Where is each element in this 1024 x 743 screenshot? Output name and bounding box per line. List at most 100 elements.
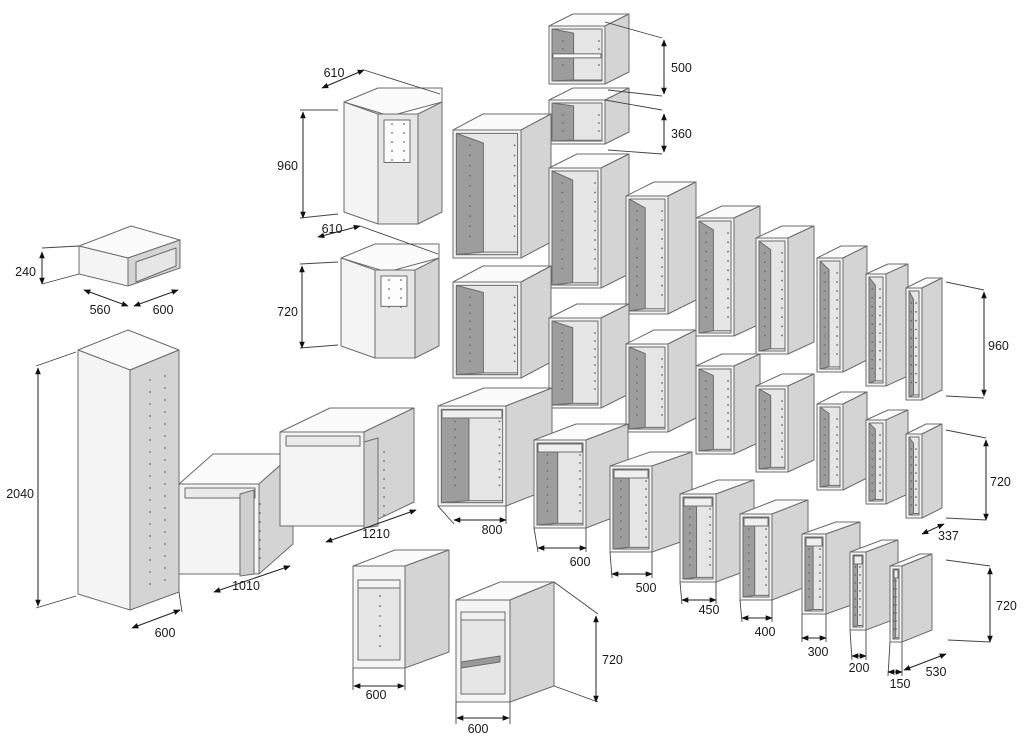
shelf-peg-hole [836, 317, 838, 319]
wall-cabinet-500 [548, 13, 630, 85]
shelf-peg-hole [727, 316, 729, 318]
dimension-line [903, 653, 947, 671]
shelf-peg-hole [561, 130, 564, 132]
shelf-peg-hole [379, 615, 381, 617]
shelf-peg-hole [636, 284, 638, 287]
extension-line [607, 89, 663, 97]
shelf-peg-hole [636, 266, 638, 268]
shelf-peg-hole [895, 612, 897, 614]
shelf-peg-hole [836, 281, 838, 283]
shelf-peg-hole [871, 474, 874, 476]
dimension-label: 360 [671, 127, 692, 141]
shelf-peg-hole [871, 296, 874, 299]
shelf-peg-hole [895, 588, 897, 590]
cabinet-inner-side [804, 536, 814, 612]
shelf-peg-hole [645, 520, 647, 522]
oven-side-face [509, 581, 555, 703]
shelf-peg-hole [781, 270, 783, 273]
shelf-peg-hole [763, 307, 766, 309]
shelf-peg-hole [259, 557, 261, 559]
cabinet-group [77, 13, 943, 703]
dim-base_800: 800 [453, 517, 507, 537]
shelf-peg-hole [836, 426, 838, 428]
shelf-peg-hole [661, 382, 663, 384]
shelf-peg-hole [454, 428, 457, 431]
base-cabinet-base_600 [533, 423, 629, 529]
shelf-peg-hole [645, 496, 647, 498]
shelf-peg-hole [859, 614, 861, 616]
shelf-peg-hole [819, 548, 821, 550]
shelf-peg-hole [709, 548, 711, 550]
shelf-peg-hole [819, 564, 821, 566]
shelf-peg-hole [836, 344, 838, 346]
dimension-label: 600 [153, 303, 174, 317]
extension-line [553, 685, 599, 703]
cabinet-inner-side [758, 240, 772, 352]
shelf-peg-hole [149, 499, 151, 501]
cabinet-inner-bottom [455, 372, 519, 376]
shelf-peg-hole [164, 387, 166, 389]
shelf-peg-hole [823, 466, 826, 468]
shelf-peg-hole [561, 40, 564, 42]
shelf-peg-hole [594, 267, 596, 270]
extension-line [604, 99, 663, 111]
shelf-peg-hole [403, 132, 405, 134]
extension-line [887, 641, 891, 677]
base-cabinet-base_800 [437, 387, 553, 507]
shelf-peg-hole [910, 372, 913, 375]
shelf-peg-hole [561, 191, 564, 194]
shelf-peg-hole [513, 205, 516, 207]
shelf-peg-hole [765, 568, 767, 570]
shelf-peg-hole [765, 528, 767, 530]
shelf-peg-hole [705, 250, 708, 253]
shelf-peg-hole [561, 201, 564, 203]
cabinet-inner-bottom [868, 498, 884, 502]
shelf-peg-hole [620, 528, 622, 530]
wall-cabinet-720-6 [865, 409, 909, 505]
oven-base-cabinet [455, 581, 555, 703]
shelf-peg-hole [620, 536, 622, 538]
shelf-peg-hole [879, 450, 881, 452]
wall-cabinet-960-0 [452, 113, 552, 259]
shelf-peg-hole [469, 205, 471, 207]
shelf-peg-hole [823, 290, 826, 292]
shelf-peg-hole [910, 346, 913, 349]
shelf-peg-hole [513, 174, 516, 177]
shelf-peg-hole [454, 436, 457, 439]
shelf-peg-hole [636, 219, 638, 222]
extension-line [178, 591, 183, 613]
shelf-peg-hole [469, 328, 471, 331]
shelf-peg-hole [854, 614, 857, 616]
shelf-peg-hole [164, 435, 166, 437]
extension-line [945, 559, 991, 567]
shelf-peg-hole [895, 628, 897, 630]
tall-side-face [129, 349, 180, 611]
shelf-peg-hole [781, 288, 783, 291]
shelf-peg-hole [808, 556, 810, 558]
shelf-peg-hole [781, 334, 783, 337]
shelf-peg-hole [763, 424, 766, 426]
shelf-peg-hole [579, 462, 581, 464]
shelf-peg-hole [823, 326, 826, 328]
shelf-peg-hole [879, 323, 881, 326]
shelf-peg-hole [561, 348, 564, 350]
extension-line [35, 595, 77, 609]
shelf-peg-hole [915, 355, 917, 357]
shelf-peg-hole [661, 247, 663, 250]
shelf-peg-hole [469, 336, 471, 339]
shelf-peg-hole [915, 328, 917, 331]
shelf-peg-hole [383, 460, 385, 462]
shelf-peg-hole [705, 306, 708, 309]
shelf-peg-hole [561, 210, 564, 213]
cabinet-side-face [842, 391, 868, 491]
shelf-peg-hole [469, 225, 471, 228]
shelf-peg-hole [705, 232, 708, 234]
shelf-peg-hole [705, 412, 708, 414]
shelf-peg-hole [546, 502, 549, 504]
cabinet-top-rail [743, 517, 769, 527]
shelf-peg-hole [910, 456, 913, 458]
shelf-peg-hole [854, 574, 857, 576]
cabinet-inner-side [908, 290, 914, 398]
shelf-peg-hole [705, 260, 708, 262]
